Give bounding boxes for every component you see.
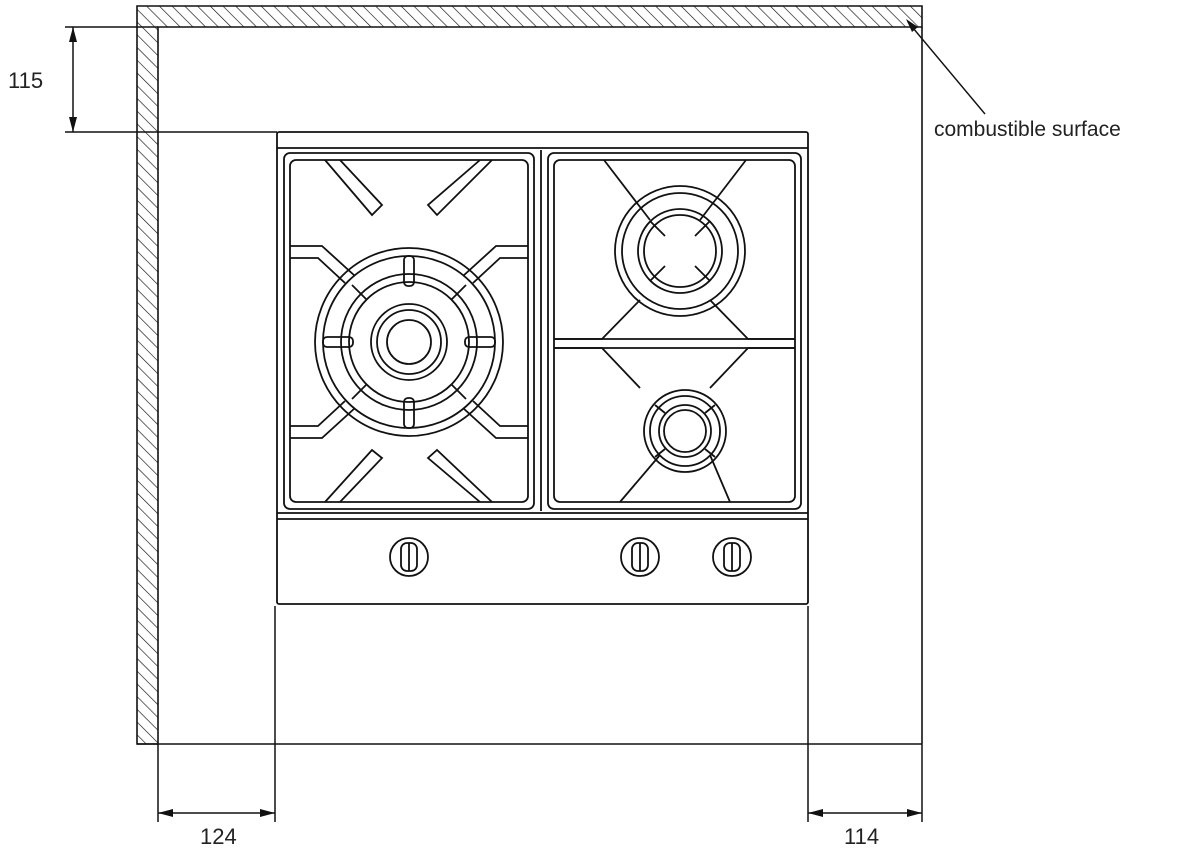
right-grate bbox=[547, 152, 802, 510]
right-clearance-dimension bbox=[807, 606, 923, 822]
combustible-surface-label: combustible surface bbox=[934, 118, 1121, 141]
knob-right[interactable] bbox=[712, 537, 752, 577]
knob-left[interactable] bbox=[389, 537, 429, 577]
countertop-outline bbox=[137, 27, 923, 745]
small-burner bbox=[643, 389, 727, 473]
left-grate bbox=[283, 152, 535, 510]
top-clearance-label: 115 bbox=[8, 68, 44, 93]
right-clearance-label: 114 bbox=[844, 824, 880, 849]
knob-center[interactable] bbox=[620, 537, 660, 577]
top-clearance-dimension bbox=[65, 26, 277, 133]
cooktop bbox=[276, 131, 809, 605]
large-burner bbox=[614, 185, 746, 317]
callout-leader bbox=[906, 19, 986, 115]
wok-burner bbox=[314, 247, 504, 437]
left-clearance-dimension bbox=[157, 606, 276, 822]
combustible-wall bbox=[136, 5, 923, 745]
left-clearance-label: 124 bbox=[200, 824, 237, 849]
